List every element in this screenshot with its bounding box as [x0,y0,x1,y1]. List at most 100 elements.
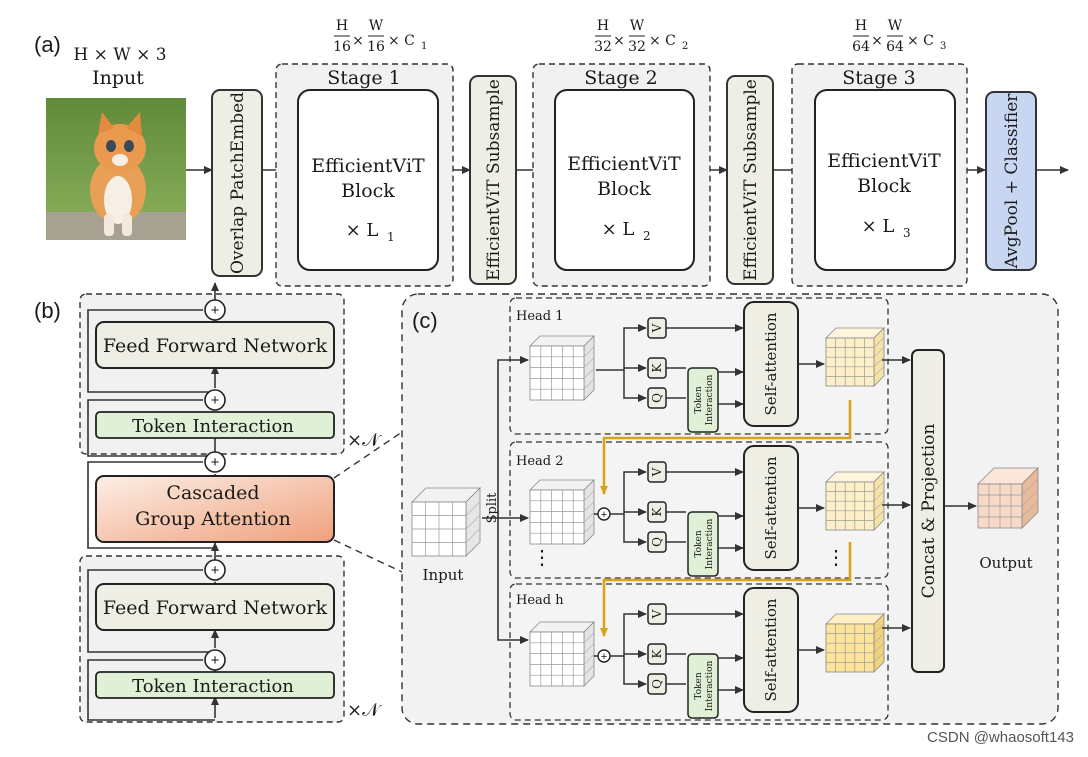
svg-text:Concat & Projection: Concat & Projection [919,424,939,599]
q-label: Q [650,393,664,403]
svg-text:+: + [211,562,220,579]
svg-text:EfficientViT Subsample: EfficientViT Subsample [741,79,761,281]
svg-text:Feed Forward Network: Feed Forward Network [103,335,328,357]
svg-text:3: 3 [940,41,946,52]
head-token-interaction-line1: Token [694,672,704,700]
svg-text:Overlap PatchEmbed: Overlap PatchEmbed [228,92,248,274]
svg-text:64: 64 [886,39,904,55]
head-output-tensor [825,613,885,673]
self-attention-label: Self-attention [762,456,780,559]
residual-add-circles: + + + + + [204,299,226,671]
cascaded-group-attention: Cascaded Group Attention [95,475,335,543]
head-1-label: Head 1 [516,309,564,324]
input-kitten-image [46,98,186,240]
head-2-label: Head 2 [516,454,564,469]
q-label: Q [650,537,664,547]
v-arrow [623,468,647,514]
v-arrow [623,610,647,656]
svg-text:EfficientViT: EfficientViT [311,155,425,177]
head-token-interaction-line2: Interaction [705,518,715,569]
k-label: K [650,362,664,372]
svg-text:W: W [369,18,384,34]
input-tensor [411,487,481,557]
head-token-interaction [687,653,719,719]
token-interaction-lower: Token Interaction [95,671,335,699]
svg-text:AvgPool + Classifier: AvgPool + Classifier [1002,93,1022,270]
cascade-add-symbol: + [601,651,607,663]
svg-text:Token Interaction: Token Interaction [132,676,294,697]
svg-text:Cascaded: Cascaded [166,482,259,504]
output-tensor [977,467,1039,529]
svg-text:× L: × L [602,219,635,240]
overlap-patch-embed: Overlap PatchEmbed [211,89,263,277]
svg-text:16: 16 [333,39,351,55]
subsample-1: EfficientViT Subsample [469,75,517,285]
svg-text:H: H [597,18,609,34]
svg-text:×: × [352,33,364,49]
svg-text:Block: Block [341,180,395,202]
svg-text:H: H [855,18,867,34]
k-label: K [650,506,664,516]
output-label: Output [979,554,1032,572]
svg-text:2: 2 [643,229,651,243]
svg-text:2: 2 [682,41,688,52]
stage-1-dims: H 16 × W 16 × C 1 [333,18,427,55]
svg-text:Stage 2: Stage 2 [584,67,658,89]
self-attention-label: Self-attention [762,598,780,701]
concat-in-arrows [882,356,977,632]
svg-text:× C: × C [388,33,415,49]
svg-text:+: + [211,302,220,319]
zoom-connectors [333,431,403,573]
stage-3-dims: H 64 × W 64 × C 3 [852,18,946,55]
ellipsis-right: ⋮ [826,545,846,569]
q-arrow [623,656,647,688]
split-label: Split [485,492,500,524]
subsample-2: EfficientViT Subsample [726,75,774,285]
svg-text:16: 16 [367,39,385,55]
ffn-upper: Feed Forward Network [95,321,335,369]
avgpool-classifier: AvgPool + Classifier [985,91,1037,271]
svg-text:× C: × C [649,33,676,49]
stage-1: Stage 1 EfficientViT Block × L 1 [275,63,454,287]
svg-text:H: H [336,18,348,34]
svg-text:× C: × C [907,33,934,49]
svg-text:EfficientViT Subsample: EfficientViT Subsample [484,79,504,281]
svg-text:Group Attention: Group Attention [135,508,291,530]
split-lines [482,356,529,644]
svg-text:×: × [613,33,625,49]
head-token-interaction-line2: Interaction [705,374,715,425]
head-h-label: Head h [516,593,564,608]
cascade-add-symbol: + [601,509,607,521]
svg-text:32: 32 [628,39,646,55]
head-token-interaction-line1: Token [694,530,704,558]
v-label: V [650,609,664,619]
svg-text:Block: Block [597,178,651,200]
svg-text:× L: × L [346,220,379,241]
concat-projection: Concat & Projection [911,349,945,673]
svg-text:+: + [211,454,220,471]
q-arrow [623,514,647,546]
head-input-tensor [529,335,595,401]
input-dims: H × W × 3 [73,45,166,65]
v-label: V [650,467,664,477]
head-token-interaction [687,367,719,433]
svg-text:Feed Forward Network: Feed Forward Network [103,597,328,619]
head-input-tensor [529,479,595,545]
input-cube-label: Input [423,566,464,584]
svg-text:3: 3 [903,226,911,240]
svg-text:+: + [211,652,220,669]
repeat-n-upper: ×𝒩 [347,430,382,451]
k-label: K [650,648,664,658]
svg-text:Block: Block [857,175,911,197]
svg-text:Stage 1: Stage 1 [327,67,401,89]
svg-text:32: 32 [594,39,612,55]
v-arrow [623,324,647,370]
q-arrow [623,370,647,402]
svg-text:Token Interaction: Token Interaction [132,416,294,437]
svg-text:EfficientViT: EfficientViT [827,150,941,172]
svg-text:1: 1 [421,41,427,52]
stage-2-dims: H 32 × W 32 × C 2 [594,18,688,55]
